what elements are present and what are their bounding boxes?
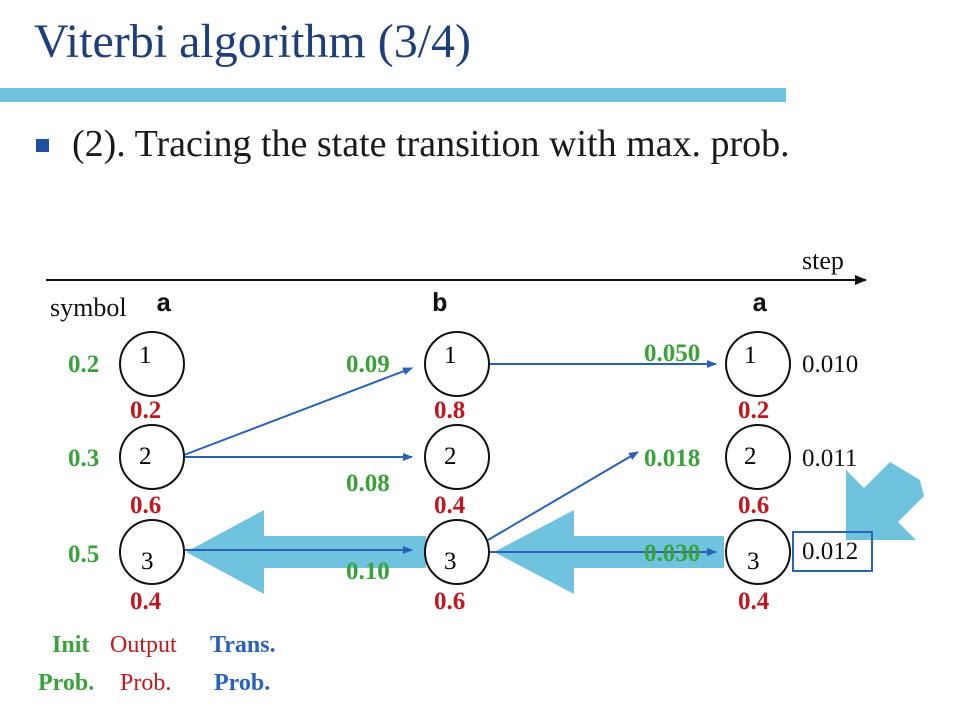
output-prob: 0.2 <box>738 397 770 424</box>
symbol-step2: b <box>432 289 448 319</box>
transition-3-to-2 <box>487 451 639 541</box>
step2-prob: 0.09 <box>346 351 390 378</box>
title-underline-bar <box>0 88 786 102</box>
bullet-text: (2). Tracing the state transition with m… <box>72 123 790 165</box>
output-prob: 0.6 <box>434 588 466 615</box>
init-prob: 0.2 <box>68 351 100 378</box>
max-prob-highlight-box <box>792 531 873 572</box>
state-label: 2 <box>744 443 757 470</box>
state-node <box>119 331 185 397</box>
bullet-square-icon <box>36 139 49 152</box>
state-node <box>725 519 791 585</box>
final-prob-max: 0.012 <box>802 538 859 565</box>
state-label: 3 <box>747 548 760 575</box>
init-prob: 0.5 <box>68 541 100 568</box>
slide-title: Viterbi algorithm (3/4) <box>34 15 472 68</box>
legend-output-line2: Prob. <box>120 670 172 696</box>
transition-2-to-1 <box>183 367 413 456</box>
state-node <box>424 424 490 490</box>
step3-prob: 0.030 <box>644 540 701 567</box>
state-node <box>725 424 791 490</box>
final-prob: 0.010 <box>802 351 859 378</box>
final-pointer-arrow <box>846 462 924 540</box>
state-label: 1 <box>744 342 757 369</box>
legend-init-line2: Prob. <box>38 670 95 696</box>
final-prob: 0.011 <box>802 445 858 472</box>
output-prob: 0.4 <box>434 492 466 519</box>
step2-prob: 0.08 <box>346 470 390 497</box>
step3-prob: 0.050 <box>644 340 701 367</box>
output-prob: 0.4 <box>130 588 162 615</box>
step2-prob: 0.10 <box>346 558 390 585</box>
output-prob: 0.6 <box>130 492 162 519</box>
state-label: 1 <box>444 342 457 369</box>
step3-prob: 0.018 <box>644 445 701 472</box>
symbol-step3: a <box>752 289 768 319</box>
state-label: 2 <box>139 443 152 470</box>
symbol-label: symbol <box>50 293 127 322</box>
output-prob: 0.6 <box>738 492 770 519</box>
state-label: 2 <box>444 443 457 470</box>
state-node <box>119 424 185 490</box>
legend-init-line1: Init <box>52 632 90 658</box>
legend-output-line1: Output <box>110 632 177 658</box>
output-prob: 0.8 <box>434 397 466 424</box>
state-node <box>725 331 791 397</box>
output-prob: 0.2 <box>130 397 162 424</box>
legend-trans-line2: Prob. <box>214 670 271 696</box>
output-prob: 0.4 <box>738 588 770 615</box>
state-node <box>424 331 490 397</box>
step-label: step <box>802 246 844 275</box>
init-prob: 0.3 <box>68 445 100 472</box>
symbol-step1: a <box>156 289 172 319</box>
backtrace-arrow-1 <box>186 510 426 594</box>
state-label: 3 <box>141 548 154 575</box>
state-node <box>119 519 185 585</box>
state-label: 3 <box>444 548 457 575</box>
state-node <box>424 519 490 585</box>
state-label: 1 <box>139 342 152 369</box>
legend-trans-line1: Trans. <box>210 632 276 658</box>
